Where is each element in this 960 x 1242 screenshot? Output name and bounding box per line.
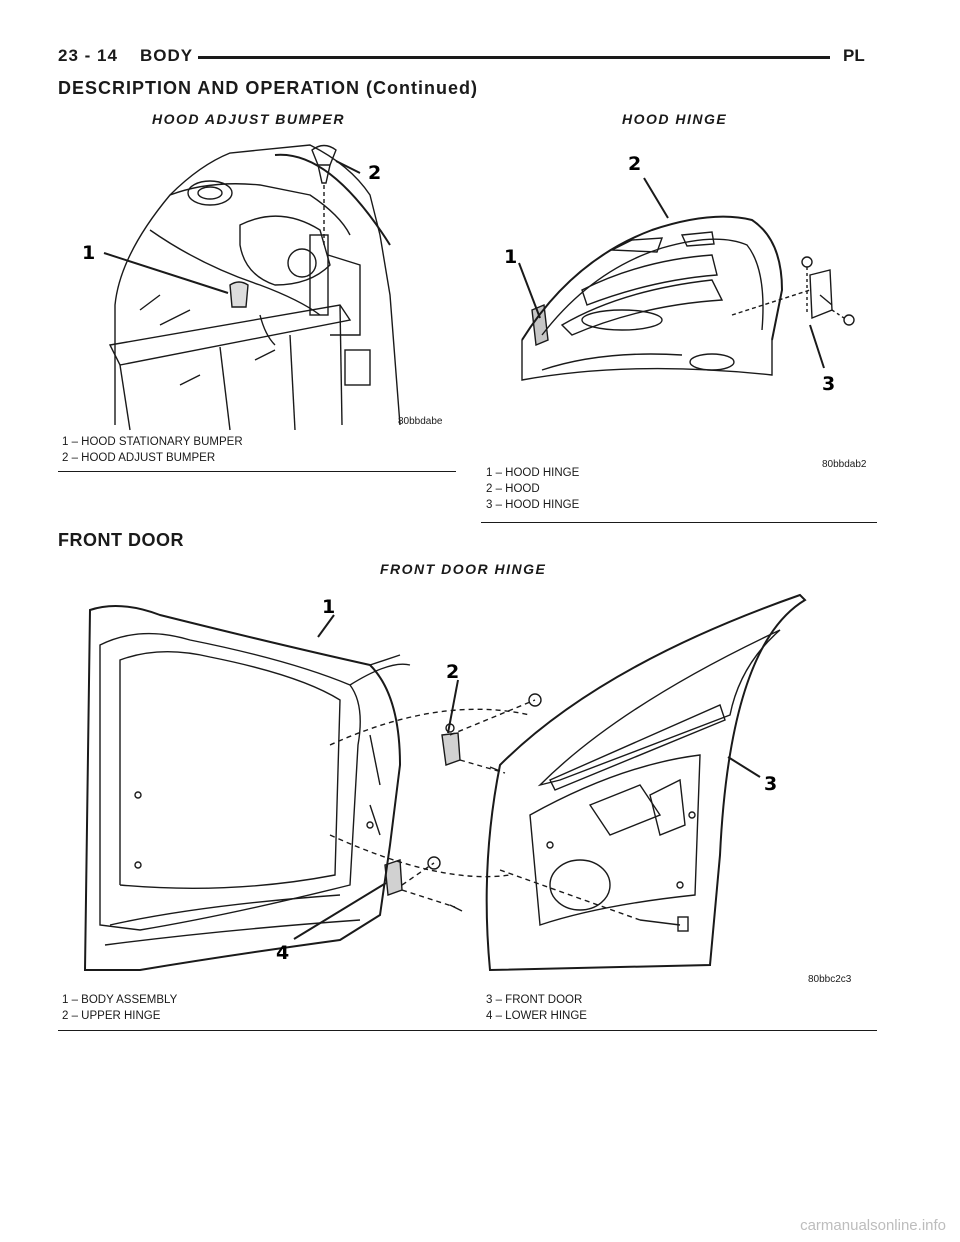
door-hinge-figure-title: FRONT DOOR HINGE (380, 561, 547, 577)
legend-item: 1 – HOOD STATIONARY BUMPER (62, 436, 243, 448)
door-hinge-legend-left: 1 – BODY ASSEMBLY 2 – UPPER HINGE (62, 992, 177, 1024)
door-hinge-legend-right: 3 – FRONT DOOR 4 – LOWER HINGE (486, 992, 587, 1024)
hood-bumper-figure-code: 80bbdabe (398, 416, 443, 427)
callout-3: 3 (822, 373, 835, 395)
page-number: 23 - 14 (58, 46, 118, 65)
callout-3: 3 (764, 773, 777, 795)
legend-item: 3 – FRONT DOOR (486, 994, 583, 1006)
header-rule (198, 56, 830, 59)
hood-hinge-figure-title: HOOD HINGE (622, 111, 728, 127)
hood-bumper-rule (58, 471, 456, 472)
door-hinge-illustration: 1 2 3 4 (83, 593, 807, 972)
model-code: PL (843, 46, 865, 65)
callout-1: 1 (82, 242, 95, 264)
callout-2: 2 (628, 153, 641, 175)
section-name: BODY (140, 46, 194, 65)
front-door-heading: FRONT DOOR (58, 530, 184, 550)
callout-2: 2 (368, 162, 381, 184)
callout-2: 2 (446, 661, 459, 683)
legend-item: 4 – LOWER HINGE (486, 1010, 587, 1022)
hood-bumper-illustration: 1 2 (82, 144, 401, 431)
watermark: carmanualsonline.info (800, 1217, 946, 1234)
door-hinge-figure-code: 80bbc2c3 (808, 974, 852, 985)
legend-item: 1 – BODY ASSEMBLY (62, 994, 178, 1006)
legend-item: 1 – HOOD HINGE (486, 467, 580, 479)
hood-bumper-legend: 1 – HOOD STATIONARY BUMPER 2 – HOOD ADJU… (62, 434, 243, 466)
legend-item: 2 – UPPER HINGE (62, 1010, 161, 1022)
hood-bumper-figure-title: HOOD ADJUST BUMPER (152, 111, 345, 127)
hood-hinge-figure-code: 80bbdab2 (822, 459, 867, 470)
callout-1: 1 (322, 596, 335, 618)
section-title: DESCRIPTION AND OPERATION (Continued) (58, 78, 478, 98)
legend-item: 2 – HOOD ADJUST BUMPER (62, 452, 216, 464)
door-hinge-rule (58, 1030, 877, 1031)
hood-hinge-rule (481, 522, 877, 523)
callout-1: 1 (504, 246, 517, 268)
legend-item: 3 – HOOD HINGE (486, 499, 580, 511)
callout-4: 4 (276, 942, 289, 964)
hood-hinge-illustration: 1 2 3 (504, 153, 855, 395)
legend-item: 2 – HOOD (486, 483, 540, 495)
hood-hinge-legend: 1 – HOOD HINGE 2 – HOOD 3 – HOOD HINGE (486, 465, 579, 513)
